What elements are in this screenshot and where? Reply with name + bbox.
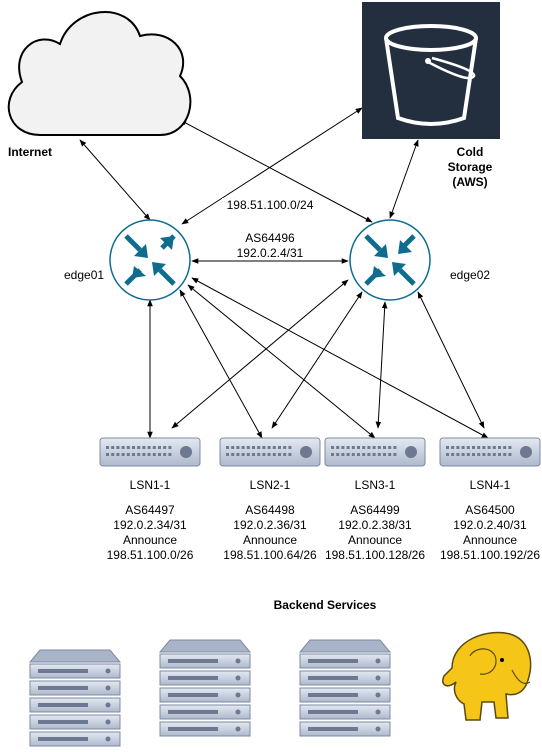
link-storage-edge02 — [389, 139, 419, 219]
lsn-announce-label: Announce — [242, 533, 298, 547]
link-edge02-lsn3 — [375, 301, 388, 429]
cold-storage-label-line1: Cold — [456, 145, 484, 159]
lsn-spacer — [90, 493, 210, 503]
lsn-spacer — [210, 493, 330, 503]
lsn-name: LSN1-1 — [129, 478, 171, 492]
lsn-switch-icon — [439, 437, 541, 467]
lsn-announce-label: Announce — [347, 533, 403, 547]
edge02-router-icon — [349, 219, 431, 301]
s3-bucket-icon — [362, 2, 500, 139]
edge01-router-icon — [109, 219, 191, 301]
cold-storage-label: Cold Storage (AWS) — [440, 145, 500, 190]
cold-storage-label-line2: Storage — [447, 160, 493, 174]
link-edge02-lsn2 — [271, 291, 363, 429]
lsn-spacer — [430, 493, 542, 503]
lsn-name: LSN3-1 — [354, 478, 396, 492]
edge02-label: edge02 — [450, 268, 491, 282]
edge01-label: edge01 — [64, 268, 105, 282]
lsn-announce-prefix: 198.51.100.128/26 — [324, 548, 426, 562]
cold-storage-label-line3: (AWS) — [452, 175, 488, 189]
lsn-name: LSN2-1 — [249, 478, 291, 492]
internet-cloud-icon — [7, 11, 192, 136]
lsn-asn: AS64498 — [245, 503, 295, 517]
lsn-name: LSN4-1 — [469, 478, 511, 492]
lsn-announce-label: Announce — [122, 533, 178, 547]
link-storage-edge01 — [181, 107, 363, 225]
hadoop-elephant-icon — [442, 631, 532, 721]
link-edge01-lsn4 — [191, 277, 489, 439]
lsn-subnet: 192.0.2.36/31 — [233, 518, 307, 532]
lsn-asn: AS64497 — [125, 503, 175, 517]
backend-servers — [28, 639, 392, 747]
server-icon — [158, 639, 252, 737]
backend-services-title: Backend Services — [273, 598, 377, 612]
prefix-label: 198.51.100.0/24 — [222, 198, 318, 213]
link-edge02-lsn1 — [171, 279, 349, 429]
edge-link-subnet: 192.0.2.4/31 — [236, 246, 304, 260]
lsn-switch-icon — [219, 437, 321, 467]
lsn-subnet: 192.0.2.38/31 — [338, 518, 412, 532]
lsn-subnet: 192.0.2.34/31 — [113, 518, 187, 532]
server-icon — [28, 649, 122, 747]
link-internet-edge01 — [79, 139, 151, 221]
lsn-asn: AS64499 — [350, 503, 400, 517]
lsn-switch-icon — [324, 437, 426, 467]
lsn-switches — [99, 437, 541, 467]
lsn-announce-prefix: 198.51.100.0/26 — [106, 548, 194, 562]
edge-link-asn: AS64496 — [245, 231, 295, 245]
lsn-switch-icon — [99, 437, 201, 467]
edge-link-label: AS64496 192.0.2.4/31 — [220, 231, 320, 261]
link-edge02-lsn4 — [417, 291, 485, 429]
lsn-announce-label: Announce — [462, 533, 518, 547]
lsn-spacer — [315, 493, 435, 503]
lsn-subnet: 192.0.2.40/31 — [453, 518, 527, 532]
internet-label: Internet — [8, 145, 53, 159]
lsn-asn: AS64500 — [465, 503, 515, 517]
lsn-announce-prefix: 198.51.100.192/26 — [439, 548, 541, 562]
lsn-announce-prefix: 198.51.100.64/26 — [223, 548, 317, 562]
connections — [79, 107, 489, 439]
server-icon — [298, 639, 392, 737]
